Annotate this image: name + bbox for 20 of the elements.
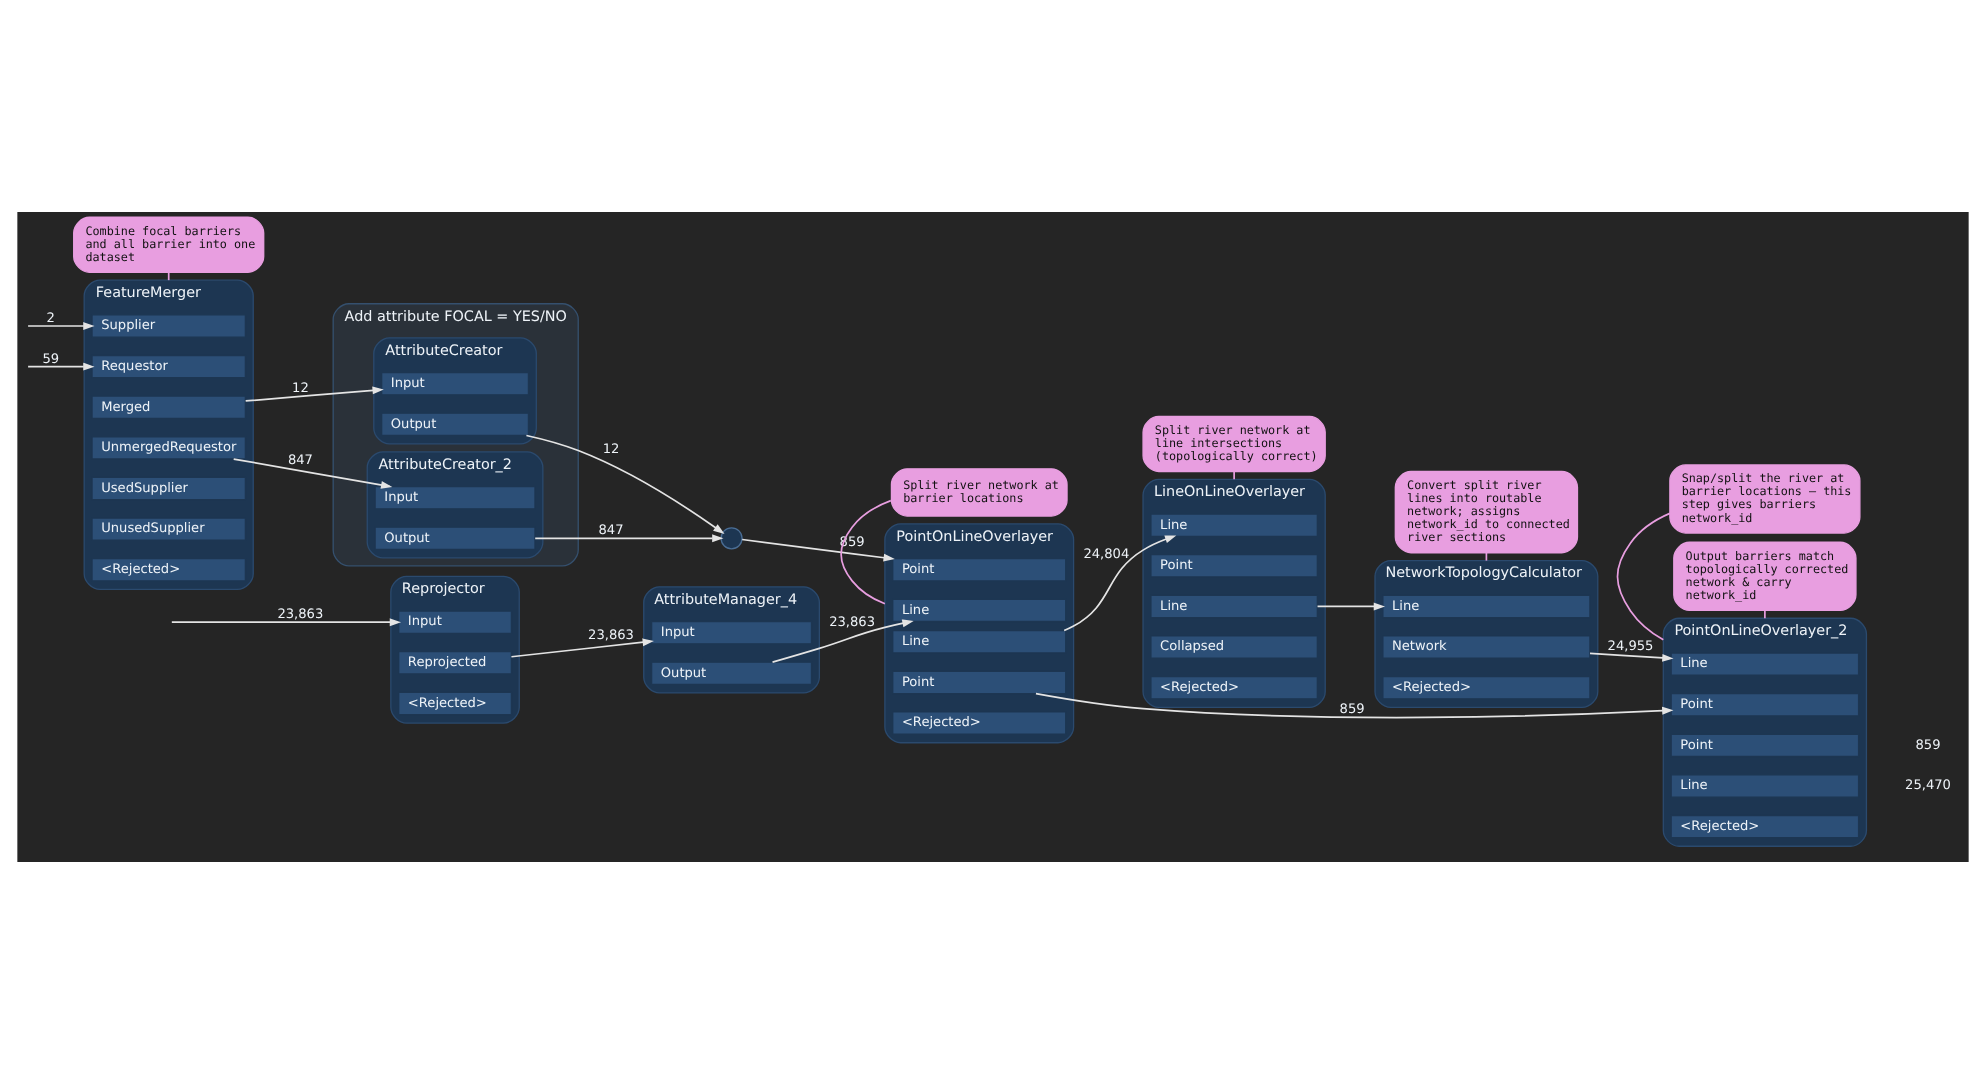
connector bbox=[840, 499, 892, 605]
arrow bbox=[1589, 652, 1674, 662]
arrow bbox=[27, 322, 95, 330]
arrow bbox=[771, 619, 914, 663]
arrow bbox=[525, 434, 725, 535]
arrow bbox=[244, 386, 384, 402]
connector bbox=[167, 271, 170, 281]
arrow bbox=[170, 618, 402, 627]
connector bbox=[1764, 610, 1766, 620]
arrow bbox=[1035, 692, 1674, 719]
arrow bbox=[534, 534, 724, 543]
connector bbox=[1233, 470, 1235, 481]
arrow bbox=[232, 458, 393, 489]
connector bbox=[1616, 512, 1671, 641]
node-circle bbox=[720, 527, 743, 550]
arrow bbox=[1316, 602, 1385, 611]
arrow bbox=[741, 538, 895, 562]
arrow bbox=[510, 638, 654, 658]
arrow bbox=[1063, 535, 1177, 632]
arrow bbox=[27, 362, 95, 371]
